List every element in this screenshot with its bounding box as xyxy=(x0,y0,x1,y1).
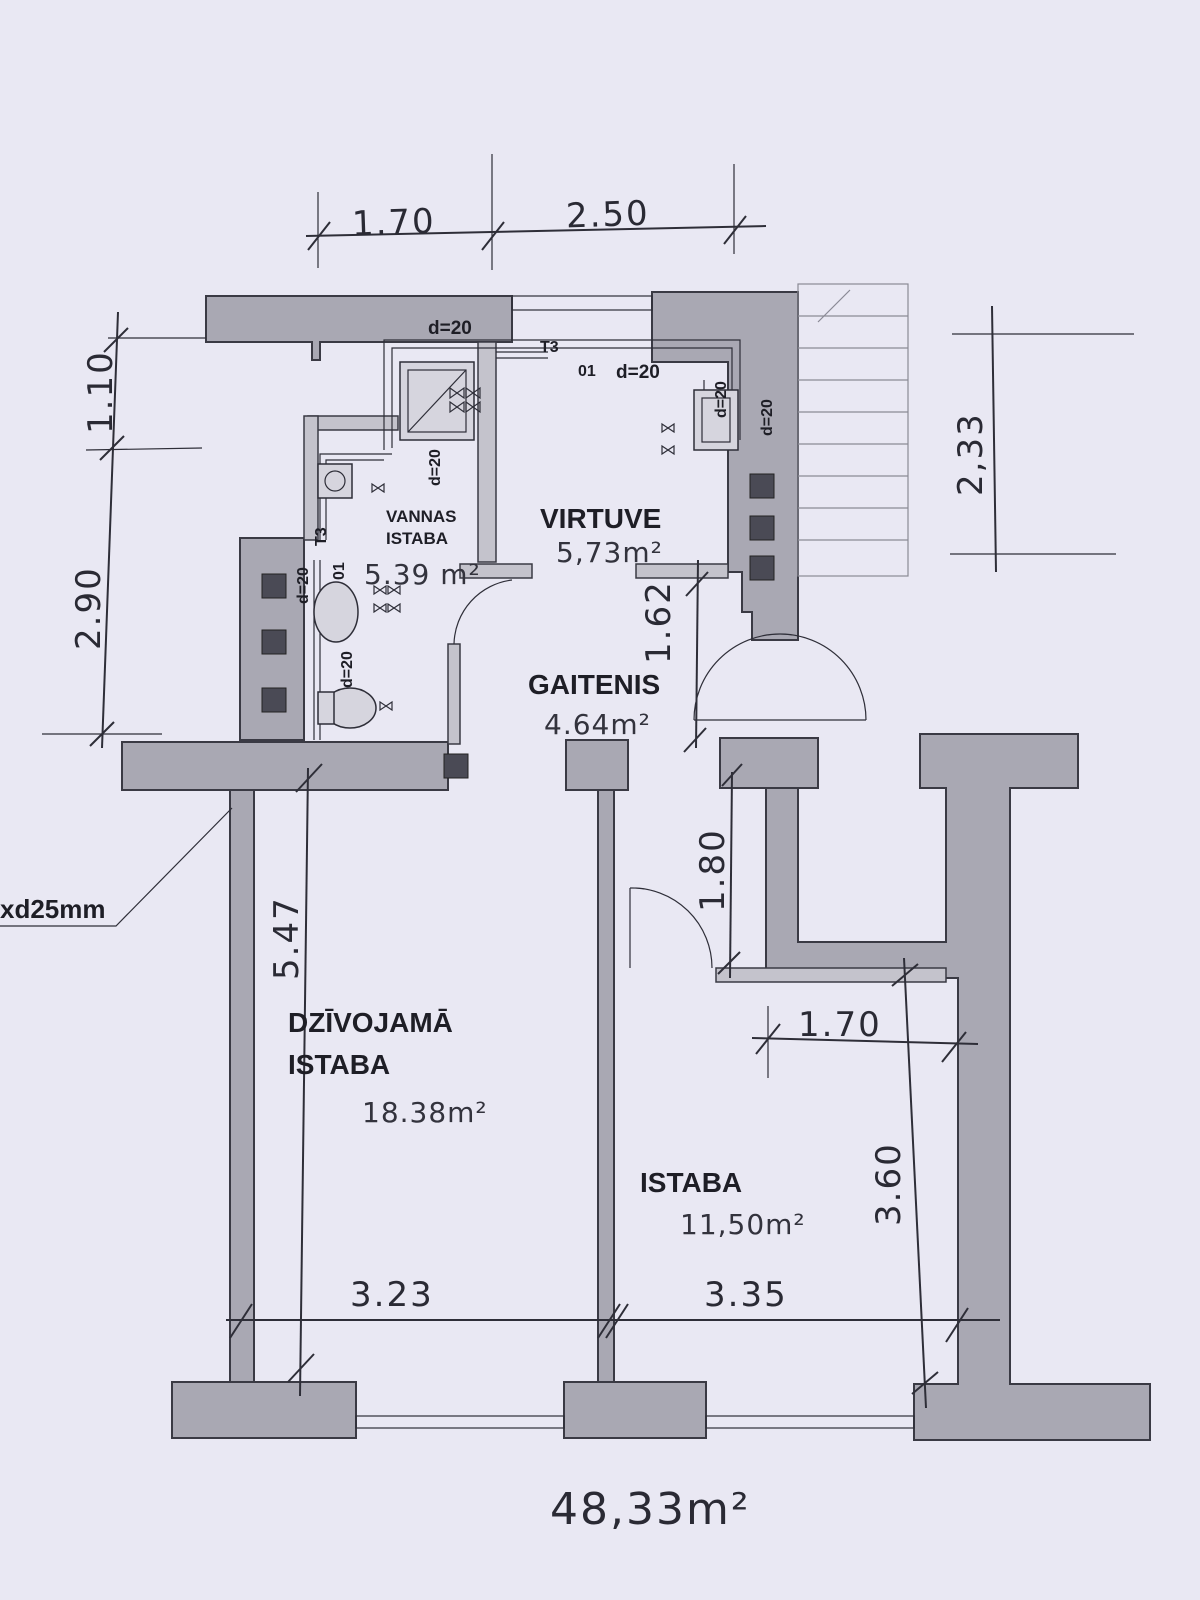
flues xyxy=(261,473,775,779)
room-istaba-name: ISTABA xyxy=(640,1167,742,1198)
bath-sink-upper xyxy=(317,463,353,499)
dim-storage-vertical: 1.80 xyxy=(693,828,733,912)
pipe-labels: d=20 T3 01 d=20 d=20 d=20 d=20 T3 d=20 0… xyxy=(295,318,776,688)
valves xyxy=(371,386,675,712)
dim-top-left: 1.70 xyxy=(351,201,436,244)
dim-right-stairs: 2,33 xyxy=(951,412,991,496)
room-bathroom-name-1: VANNAS xyxy=(386,507,457,526)
dim-left-lower: 2.90 xyxy=(69,566,109,650)
pipe-label-t3-left: T3 xyxy=(313,527,330,546)
wall-room-storage xyxy=(715,967,947,983)
wall-pier-right xyxy=(719,737,819,789)
dimension-labels: 1.70 2.50 1.10 2.90 2,33 1.62 1.80 5.47 … xyxy=(69,194,991,1315)
doors xyxy=(453,579,867,969)
room-living-name-2: ISTABA xyxy=(288,1049,390,1080)
pipe-label-d20-bath-v: d=20 xyxy=(427,449,444,486)
pipe-label-d20-kitchen-v2: d=20 xyxy=(759,399,776,436)
door-room xyxy=(629,887,713,969)
pipe-label-o1-top: 01 xyxy=(578,363,596,380)
pipe-label-d20-kitchen: d=20 xyxy=(616,362,660,383)
room-bathroom-area: 5.39 m² xyxy=(364,558,481,591)
pipes xyxy=(313,339,741,740)
room-living-area: 18.38m² xyxy=(362,1096,488,1129)
window-bottom-right xyxy=(705,1415,915,1429)
door-bathroom xyxy=(453,579,513,645)
pipe-label-t3-top: T3 xyxy=(540,339,559,356)
wall-partition xyxy=(597,789,615,1385)
wall-living-left xyxy=(229,789,255,1385)
wall-middle-horizontal xyxy=(121,741,449,791)
wall-top-left xyxy=(205,295,513,361)
pipe-label-o1-left: 01 xyxy=(331,562,348,580)
pipe-label-d20-top: d=20 xyxy=(428,318,472,339)
window-bottom-left xyxy=(355,1415,565,1429)
room-kitchen-name: VIRTUVE xyxy=(540,503,661,534)
room-corridor-area: 4.64m² xyxy=(544,708,651,741)
dim-left-upper: 1.10 xyxy=(81,350,121,434)
room-labels: VANNAS ISTABA 5.39 m² VIRTUVE 5,73m² GAI… xyxy=(288,503,806,1241)
wall-storage xyxy=(765,733,1151,1441)
wall-bottom-left xyxy=(171,1381,357,1439)
room-bathroom-name-2: ISTABA xyxy=(386,529,448,548)
kitchen-sink xyxy=(693,389,739,451)
dim-top-right: 2.50 xyxy=(565,194,650,237)
room-istaba-area: 11,50m² xyxy=(680,1208,806,1241)
wall-bathroom-corridor xyxy=(447,643,461,745)
wall-kitchen-ledge xyxy=(459,563,533,579)
dim-room-height: 3.60 xyxy=(869,1142,909,1226)
dim-living-width: 3.23 xyxy=(350,1275,434,1315)
window-top xyxy=(511,295,653,311)
dim-corridor-vertical: 1.62 xyxy=(639,580,679,664)
wall-bathroom-kitchen xyxy=(477,341,497,563)
dim-room-width: 3.35 xyxy=(704,1275,788,1315)
washbasin xyxy=(313,581,359,643)
door-entrance xyxy=(693,633,867,721)
walls xyxy=(121,291,1151,1441)
wall-bathroom-upper-left xyxy=(303,415,319,541)
total-area: 48,33m² xyxy=(550,1484,750,1535)
dim-room-inner-width: 1.70 xyxy=(798,1005,882,1045)
room-living-name-1: DZĪVOJAMĀ xyxy=(288,1007,453,1038)
room-kitchen-area: 5,73m² xyxy=(556,536,663,569)
wall-pier-center xyxy=(565,739,629,791)
pipe-label-d20-kitchen-v1: d=20 xyxy=(713,381,730,418)
fixtures xyxy=(313,361,739,729)
wall-bottom-center xyxy=(563,1381,707,1439)
pipe-label-d20-left-v2: d=20 xyxy=(339,651,356,688)
stairs xyxy=(797,283,909,577)
dimension-lines xyxy=(0,154,1134,1409)
dim-living-height: 5.47 xyxy=(267,896,307,980)
room-corridor-name: GAITENIS xyxy=(528,669,660,700)
pipe-note: xd25mm xyxy=(0,894,106,924)
pipe-label-d20-left-v1: d=20 xyxy=(295,567,312,604)
